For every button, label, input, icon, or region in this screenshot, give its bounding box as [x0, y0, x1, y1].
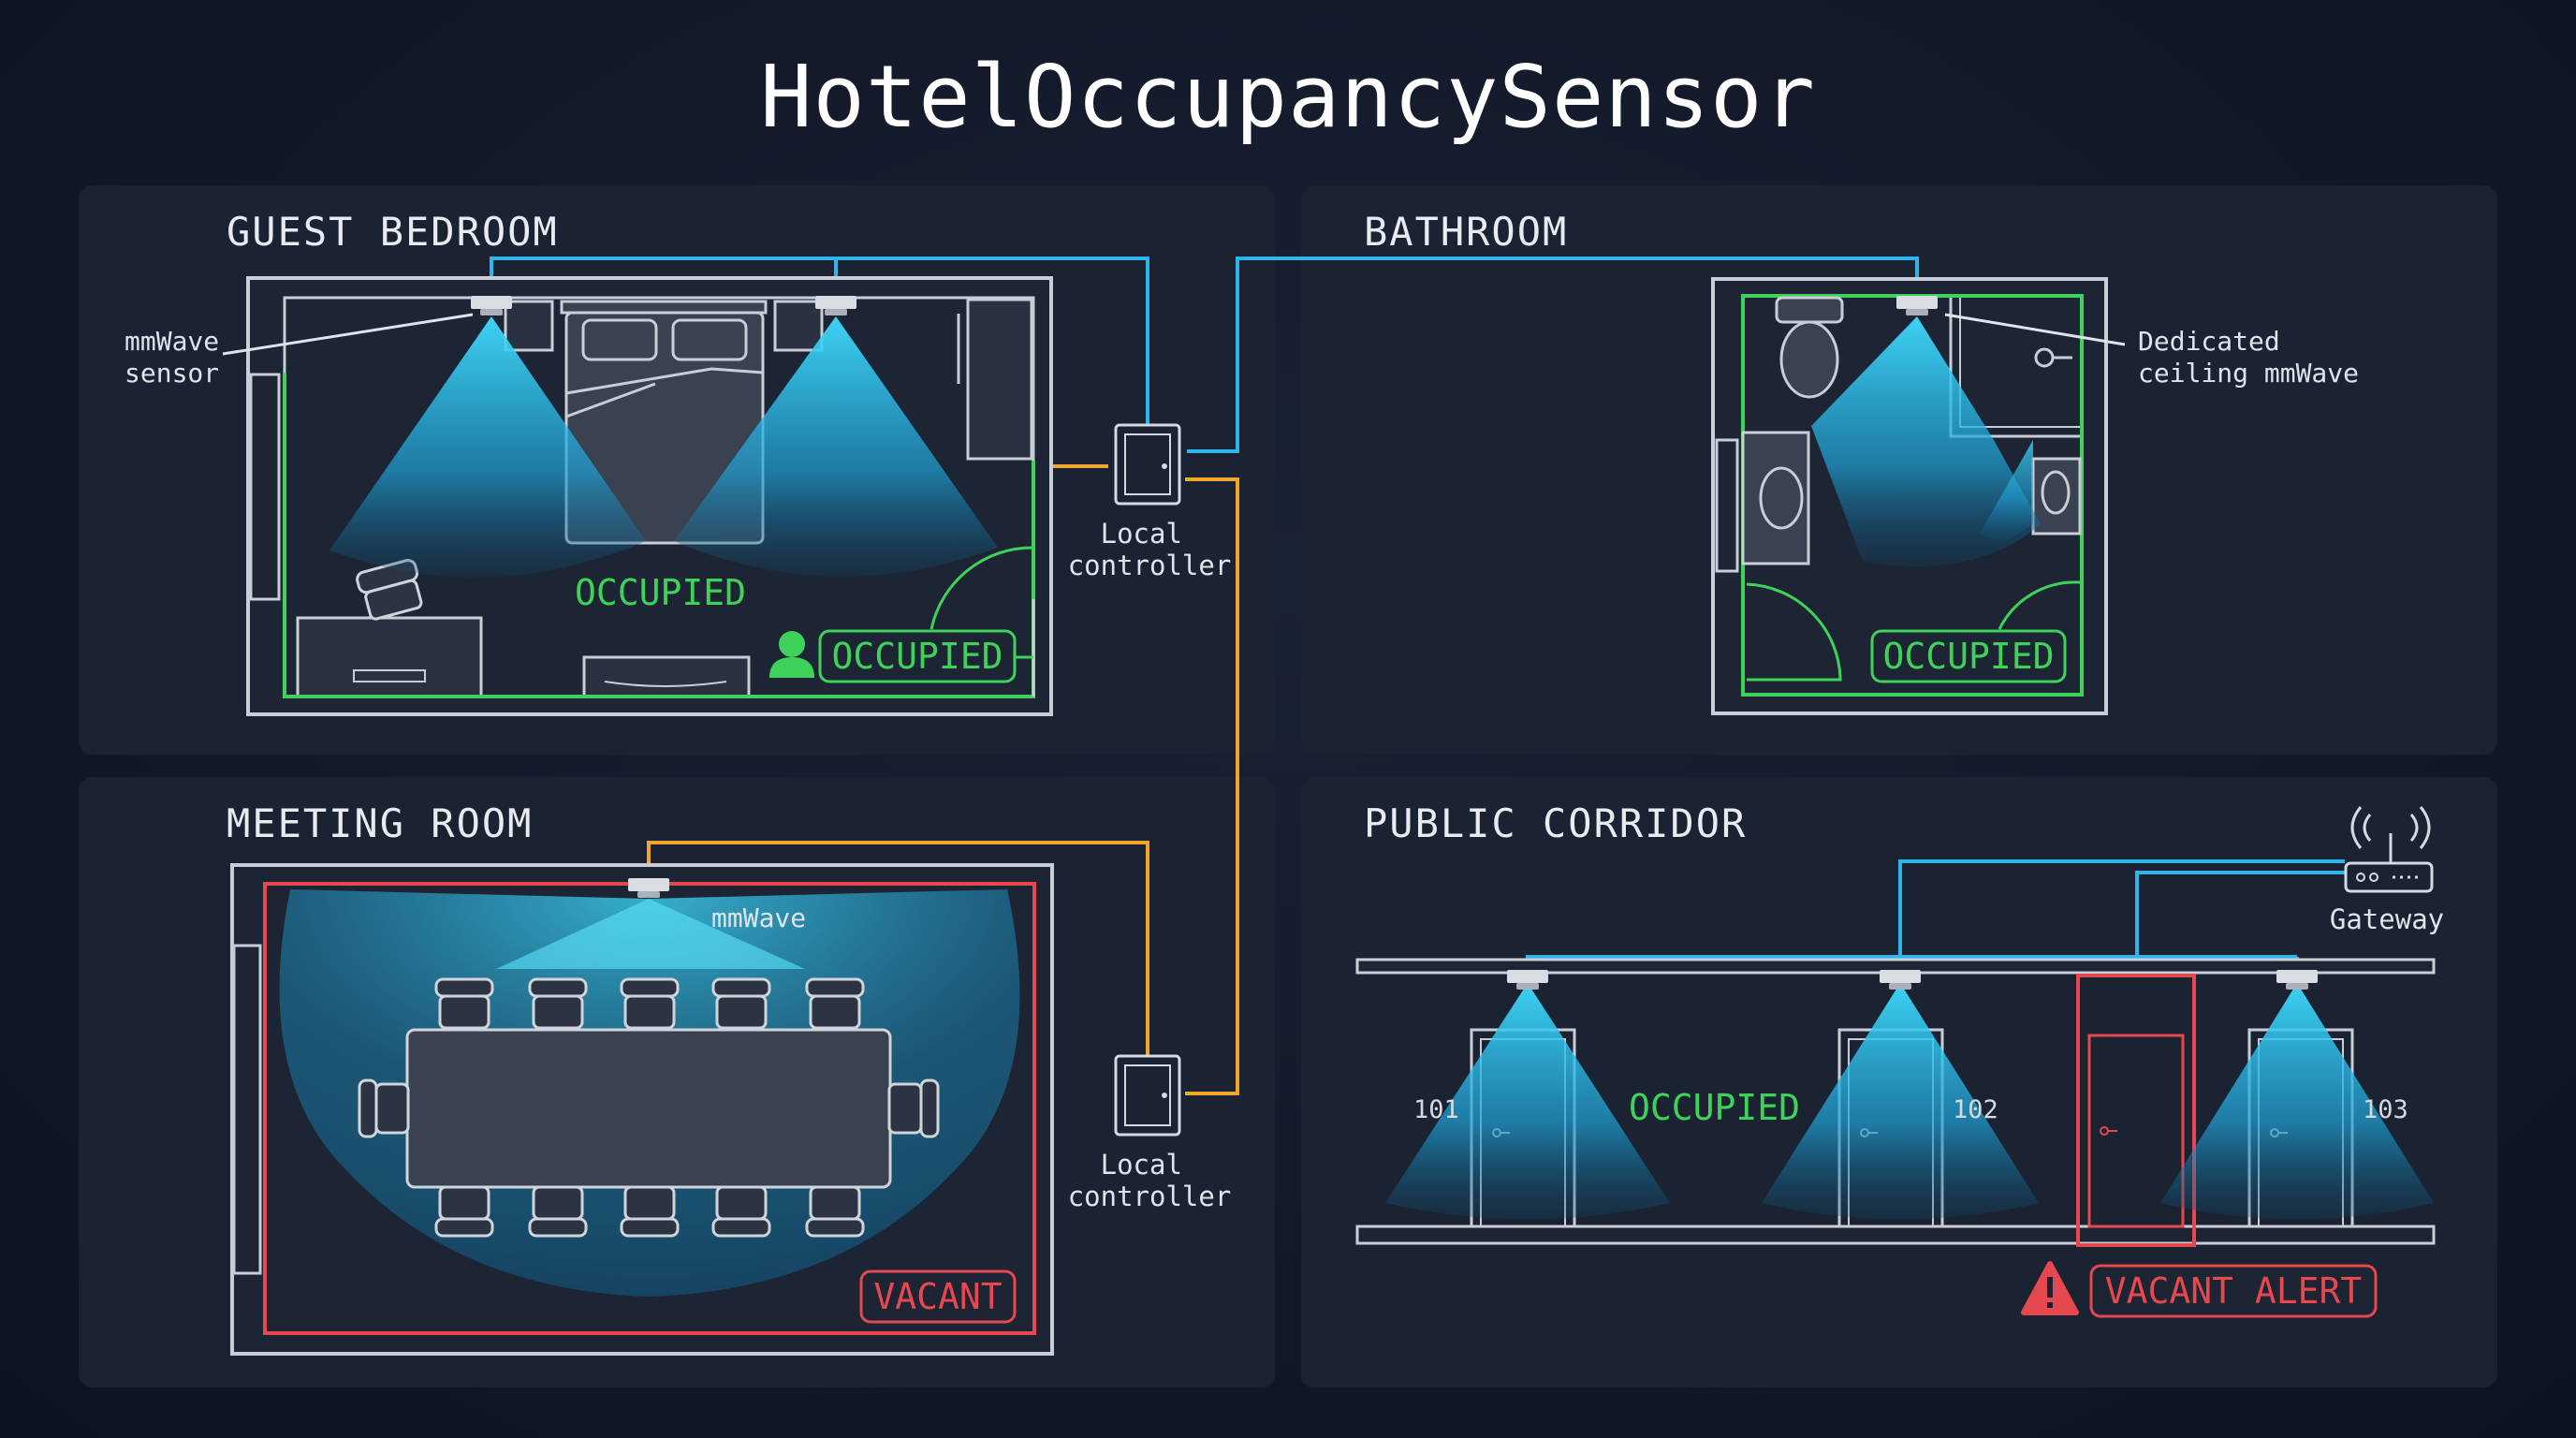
bathroom-sensor-label: Dedicated ceiling mmWave: [2138, 326, 2359, 389]
room-number-101: 101: [1413, 1095, 1459, 1124]
chair-icon: [434, 977, 494, 1030]
upper-controller-label-line1: Local: [1101, 518, 1182, 550]
lower-controller-label-line1: Local: [1101, 1149, 1182, 1181]
toilet-icon: [1775, 296, 1844, 399]
heading-public-corridor: PUBLIC CORRIDOR: [1364, 800, 1747, 846]
lower-controller-label-line2: controller: [1068, 1181, 1232, 1212]
room-number-103: 103: [2363, 1095, 2408, 1124]
guest-bedroom-plan: mmWave sensor OCCUPIED OCCUPIED: [124, 276, 1053, 716]
chair-icon: [356, 558, 423, 621]
page-title: HotelOccupancySensor: [760, 47, 1816, 147]
room-number-102: 102: [1953, 1095, 1998, 1124]
corridor-cone-2: [1762, 983, 2039, 1220]
wire-meeting-sensor: [647, 841, 1149, 1058]
chair-icon: [620, 977, 680, 1030]
person-icon: [769, 631, 814, 678]
sink-icon: [1741, 431, 1810, 565]
heading-meeting-room: MEETING ROOM: [227, 800, 533, 846]
warning-icon: [2021, 1261, 2079, 1315]
corridor-cone-3: [2160, 983, 2434, 1220]
bathroom-sensor-label-line1: Dedicated: [2138, 326, 2280, 357]
gateway-label: Gateway: [2330, 903, 2444, 935]
corridor-alert-badge: [2089, 1264, 2378, 1318]
bedroom-sensor-cone-left: [329, 316, 646, 578]
chair-icon: [711, 1185, 771, 1238]
corridor-status: OCCUPIED: [1629, 1087, 1800, 1128]
public-corridor-plan: Gateway 101 102 103 OCCUPIED: [1355, 806, 2444, 1318]
bathroom-plan: Dedicated ceiling mmWave OCCUPIED: [1711, 277, 2359, 715]
chair-icon: [528, 977, 588, 1030]
corridor-alert-text: VACANT ALERT: [2105, 1270, 2363, 1312]
bed-icon: [560, 300, 768, 545]
chair-icon: [528, 1185, 588, 1238]
table-icon: [405, 1028, 892, 1189]
upper-controller-label: Local controller: [1068, 518, 1232, 581]
bedroom-sensor-label-line1: mmWave: [124, 326, 219, 357]
lower-controller-label: Local controller: [1068, 1149, 1232, 1212]
bedroom-room-status: OCCUPIED: [575, 572, 746, 613]
gateway-icon: [2344, 806, 2434, 893]
door-icon: [1114, 1054, 1181, 1137]
heading-guest-bedroom: GUEST BEDROOM: [227, 209, 559, 255]
bathroom-sensor-label-line2: ceiling mmWave: [2138, 358, 2359, 389]
chair-icon: [711, 977, 771, 1030]
bedroom-sensor-label-line2: sensor: [124, 358, 219, 389]
chair-icon: [434, 1185, 494, 1238]
alert-door: [2076, 974, 2196, 1247]
chair-icon: [358, 1078, 410, 1138]
bathroom-sensor-cone: [1811, 316, 2041, 566]
chair-icon: [805, 977, 865, 1030]
chair-icon: [805, 1185, 865, 1238]
bedroom-badge-text: OCCUPIED: [831, 636, 1003, 677]
heading-bathroom: BATHROOM: [1364, 209, 1568, 255]
wire-bathroom-sensor: [1187, 257, 1919, 453]
chair-icon: [620, 1185, 680, 1238]
wire-controller-link: [1185, 477, 1239, 1095]
meeting-badge-text: VACANT: [873, 1276, 1002, 1317]
meeting-status-badge: [859, 1269, 1017, 1324]
upper-controller-label-line2: controller: [1068, 550, 1232, 581]
meeting-room-plan: mmWave VACANT: [230, 863, 1054, 1356]
bathroom-badge-text: OCCUPIED: [1882, 636, 2054, 677]
meeting-sensor-label: mmWave: [711, 902, 806, 933]
chair-icon: [887, 1078, 940, 1138]
bedroom-sensor-label: mmWave sensor: [124, 326, 235, 389]
bedroom-sensor-cone-right: [674, 316, 998, 577]
bathroom-status-badge: [1870, 629, 2067, 683]
corridor-cone-1: [1385, 983, 1670, 1220]
door-icon: [1114, 423, 1181, 506]
